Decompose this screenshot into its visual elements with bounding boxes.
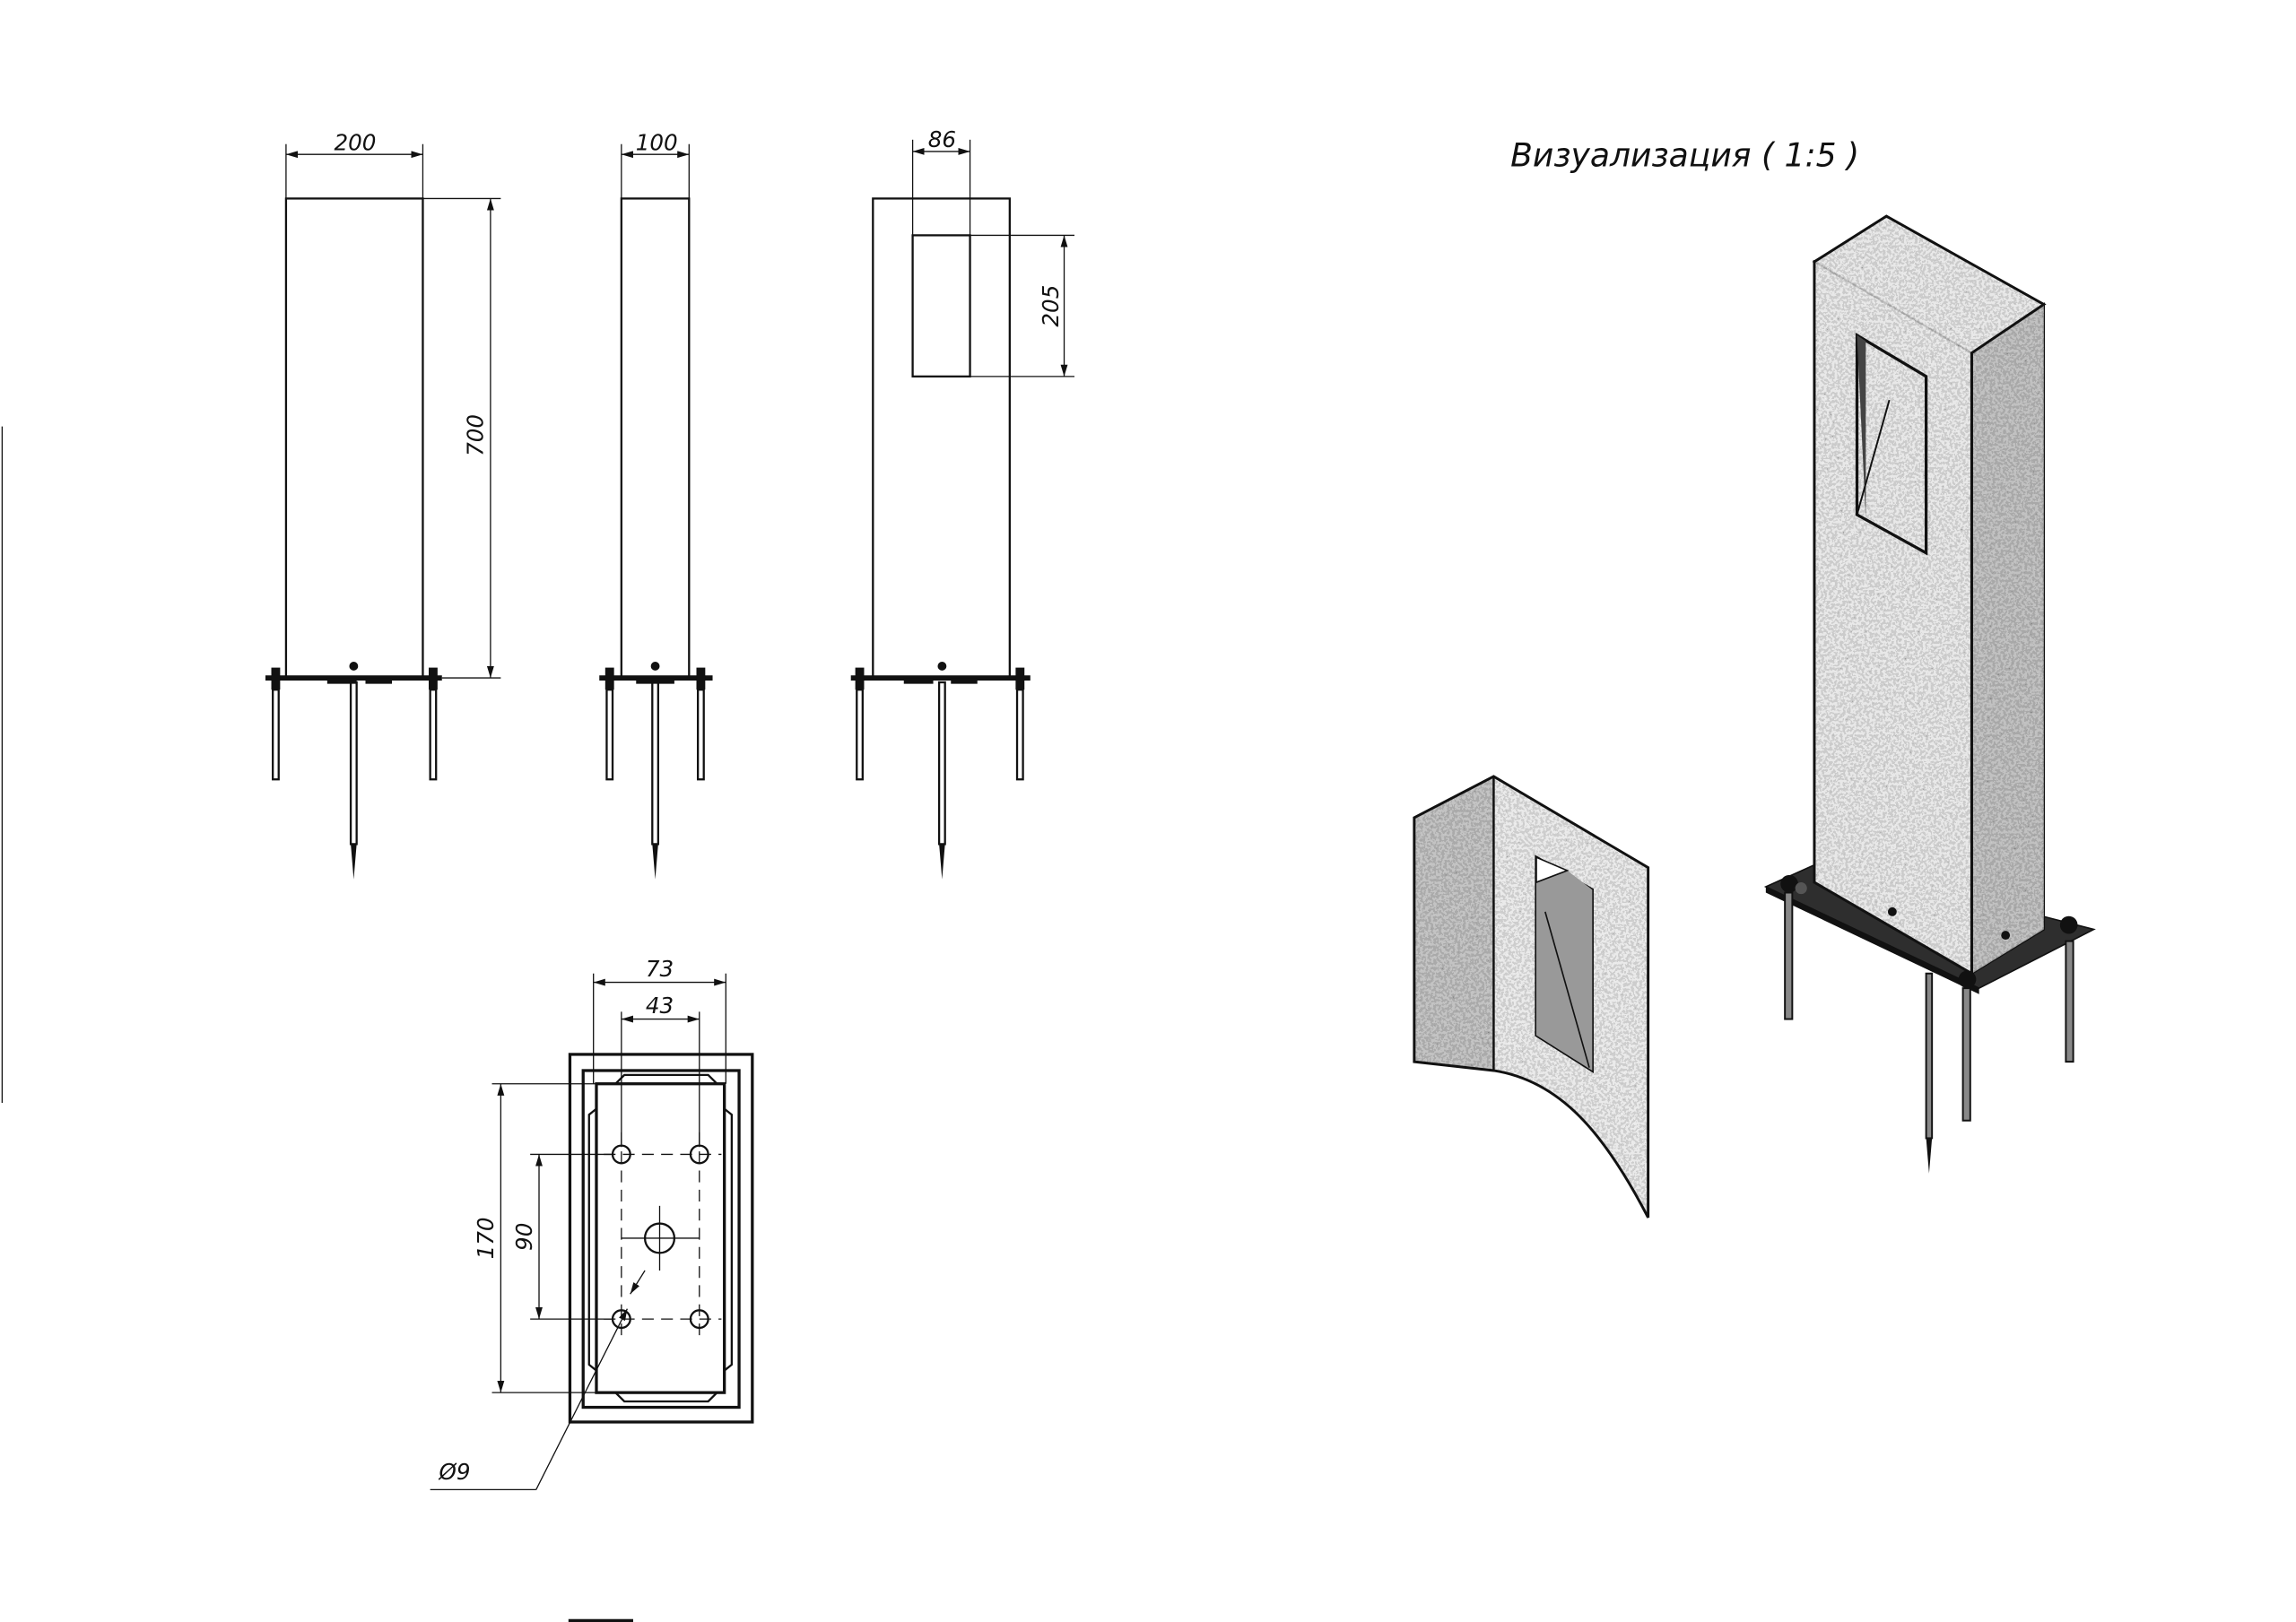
plan-view: 73 43 170 90 Ø9 bbox=[430, 956, 754, 1491]
back-view: 86 205 bbox=[850, 126, 1074, 880]
dim-window-height: 205 bbox=[1038, 285, 1064, 327]
light-window bbox=[1855, 333, 1928, 556]
dim-plan-170: 170 bbox=[473, 1217, 499, 1259]
dim-plan-90: 90 bbox=[511, 1223, 537, 1251]
sheet-cut-fragment bbox=[568, 1618, 633, 1622]
dim-window-width: 86 bbox=[928, 126, 956, 152]
light-window bbox=[911, 234, 971, 378]
front-view: 200 700 bbox=[265, 129, 501, 880]
dim-plan-73: 73 bbox=[646, 956, 674, 982]
isometric-bollard bbox=[1763, 214, 2096, 1174]
side-view: 100 bbox=[599, 129, 713, 880]
dim-hole-diameter: Ø9 bbox=[438, 1459, 470, 1485]
visualization-title: Визуализация ( 1:5 ) bbox=[1510, 136, 1859, 174]
dim-front-height: 700 bbox=[463, 414, 489, 456]
dim-front-width: 200 bbox=[335, 129, 377, 155]
window-section-detail bbox=[1413, 775, 1650, 1219]
dim-plan-43: 43 bbox=[646, 993, 674, 1019]
dim-side-width: 100 bbox=[636, 129, 678, 155]
